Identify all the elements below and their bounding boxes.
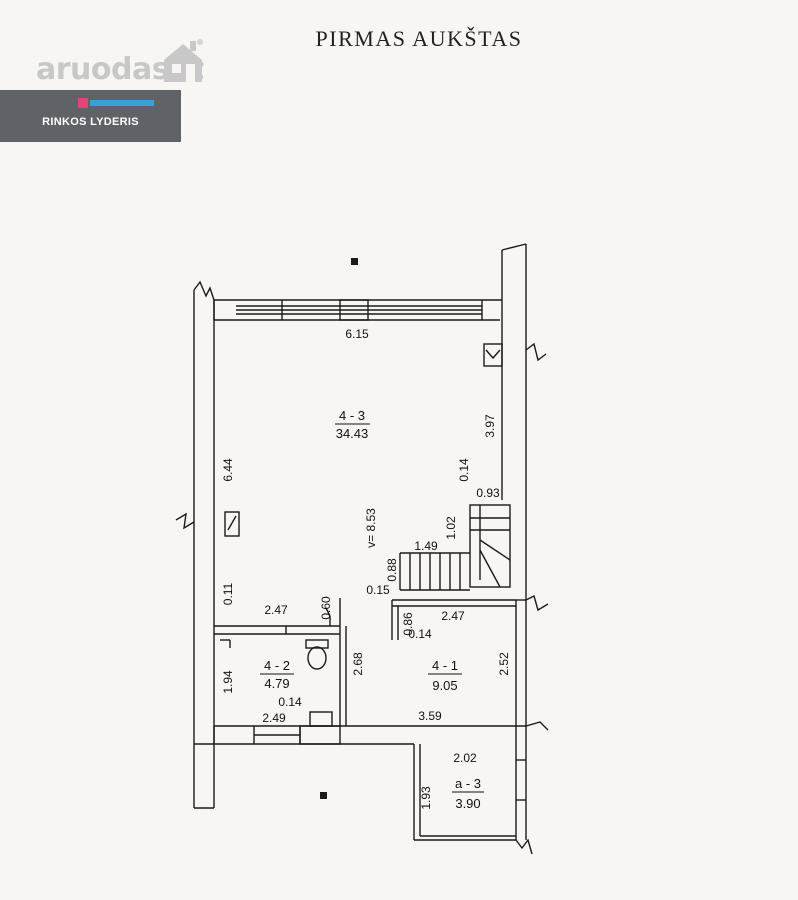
dim-label: 0.11 — [221, 582, 235, 605]
toilet-icon — [307, 646, 327, 670]
dim-label: 2.52 — [497, 652, 511, 676]
room-area: 9.05 — [432, 678, 457, 693]
dim-label: 0.88 — [385, 558, 399, 582]
dim-label: 0.93 — [476, 486, 500, 500]
room-id: a - 3 — [455, 776, 481, 791]
rinkos-lyderis-badge: RINKOS LYDERIS — [0, 90, 181, 142]
room-id: 4 - 1 — [432, 658, 458, 673]
top-window — [236, 299, 483, 321]
dim-label: 2.47 — [441, 609, 465, 623]
capital-logo-icon — [78, 98, 154, 108]
dim-label: 2.02 — [453, 751, 477, 765]
bottom-wall — [194, 725, 516, 745]
dim-label: 1.49 — [414, 539, 438, 553]
dim-label: 0.14 — [278, 695, 302, 709]
marker-top — [351, 258, 358, 265]
dim-label: 2.68 — [351, 652, 365, 676]
annex — [413, 726, 527, 841]
left-wall — [193, 290, 215, 809]
dim-label: 0.14 — [408, 627, 432, 641]
room-area: 4.79 — [264, 676, 289, 691]
dim-label: 6.15 — [345, 327, 369, 341]
toilet-tank-icon — [305, 639, 329, 649]
room-id: 4 - 2 — [264, 658, 290, 673]
dim-label: 3.59 — [418, 709, 442, 723]
dim-label: 0.86 — [401, 612, 415, 636]
dim-label: 2.47 — [264, 603, 288, 617]
dim-label: 1.93 — [419, 786, 433, 810]
dim-label: 0.60 — [319, 596, 333, 620]
dim-label: v= 8.53 — [364, 508, 378, 548]
dim-label: 3.97 — [483, 414, 497, 438]
sink-icon — [309, 711, 333, 727]
dim-label: 6.44 — [221, 458, 235, 482]
break-mark-top-left — [193, 280, 215, 301]
staircase — [399, 504, 511, 591]
break-mark-right-1 — [525, 342, 547, 362]
break-mark-bottom — [515, 838, 533, 855]
dim-label: 2.49 — [262, 711, 286, 725]
dim-label: 1.02 — [444, 516, 458, 540]
break-mark-right-3 — [516, 721, 549, 731]
right-wall — [501, 243, 527, 726]
radiator-icon — [224, 511, 240, 537]
room-area: 34.43 — [336, 426, 369, 441]
dim-label: 1.94 — [221, 670, 235, 694]
room-id: 4 - 3 — [339, 408, 365, 423]
badge-label: RINKOS LYDERIS — [42, 116, 139, 128]
room-area: 3.90 — [455, 796, 480, 811]
boiler-icon — [483, 343, 503, 367]
break-mark-left — [175, 512, 195, 530]
house-icon — [164, 39, 203, 82]
interior-walls — [214, 598, 516, 726]
boiler-mark — [485, 349, 501, 360]
dim-label: 0.14 — [457, 458, 471, 482]
marker-bottom — [320, 792, 327, 799]
break-mark-right-2 — [525, 594, 549, 612]
dim-label: 0.15 — [366, 583, 390, 597]
page-title: PIRMAS AUKŠTAS — [315, 26, 523, 51]
